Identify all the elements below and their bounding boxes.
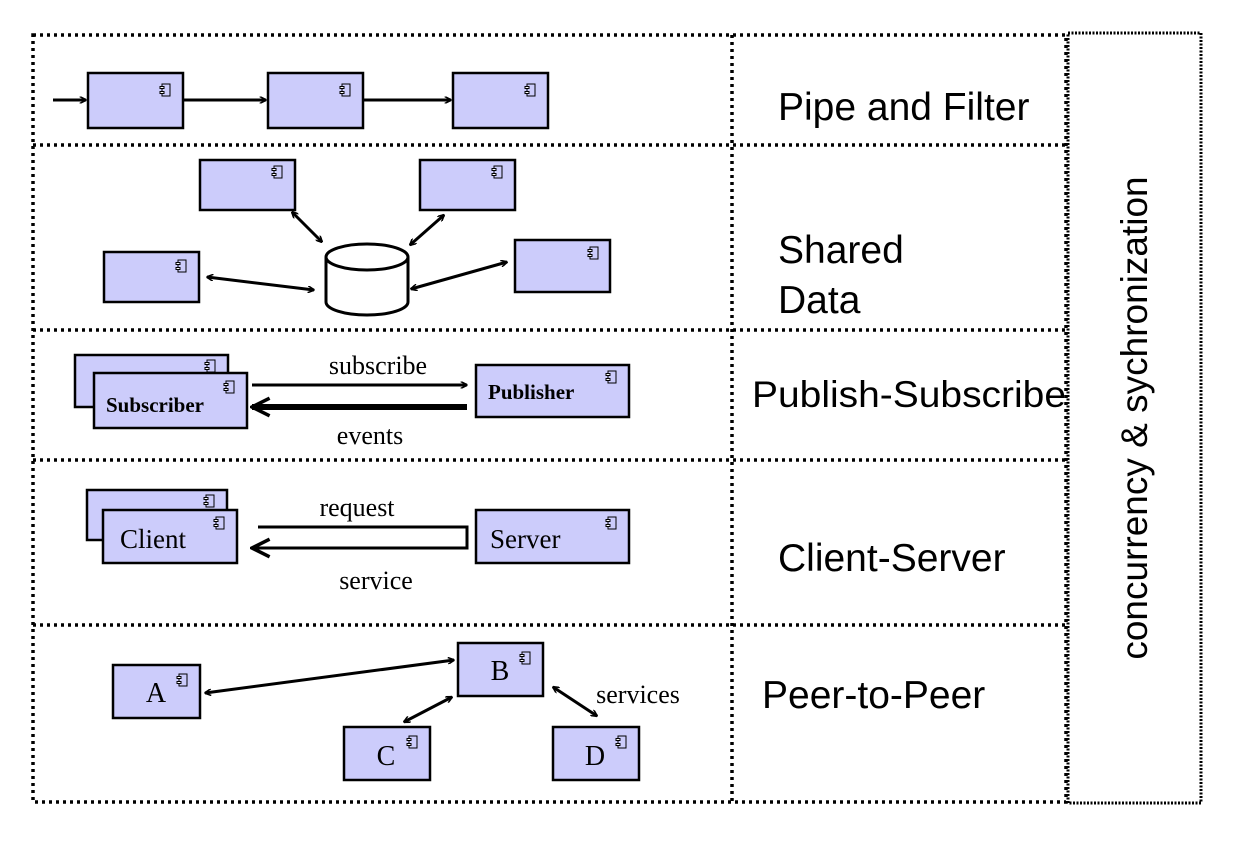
service-label: service [339,566,413,595]
filter-component [86,71,185,130]
label-client-server: Client-Server [778,537,1006,580]
services-label: services [596,680,680,709]
peer-b-component [456,641,545,698]
publisher-label: Publisher [488,380,574,404]
client-component [101,508,239,565]
label-shared-data: Shared Data [778,229,915,322]
client-label: Client [120,524,186,554]
label-publish-subscribe: Publish-Subscribe [752,374,1066,415]
publisher-component [474,363,631,419]
access-arrow [207,277,314,290]
filter-component [266,71,365,130]
publish-subscribe-diagram: Subscriber Publisher subscribe events [73,351,631,450]
peer-c-label: C [377,741,396,772]
peer-to-peer-diagram: A B C D services [111,641,680,782]
label-data: Data [778,279,861,322]
data-accessor-component [418,158,517,212]
grid-frame [31,33,1068,804]
label-peer-to-peer: Peer-to-Peer [762,674,985,717]
server-label: Server [490,524,560,554]
peer-d-label: D [585,741,605,772]
access-arrow [292,212,322,242]
subscriber-component [92,371,249,430]
subscribe-label: subscribe [329,351,427,380]
client-server-diagram: Client Server request service [85,488,631,595]
peer-a-label: A [146,678,167,709]
data-accessor-component [513,238,612,294]
data-accessor-component [198,158,297,212]
peer-link-arrow [404,695,452,724]
subscriber-label: Subscriber [106,393,204,417]
side-label-concurrency: concurrency & sychronization [1114,176,1155,659]
pipe-filter-diagram [53,71,550,130]
access-arrow [411,262,507,289]
peer-link-arrow [205,660,454,693]
events-label: events [337,421,403,450]
peer-c-component [342,725,432,782]
peer-b-label: B [491,656,510,687]
request-service-arrow [252,525,469,548]
access-arrow [410,215,444,245]
shared-data-diagram [102,158,612,317]
filter-component [451,71,550,130]
server-component [474,508,631,565]
label-shared: Shared [778,229,904,272]
outer-border [31,33,1068,804]
peer-link-arrow [553,687,597,716]
side-label-box [1066,31,1203,805]
label-pipe-and-filter: Pipe and Filter [778,86,1029,129]
data-accessor-component [102,250,201,304]
request-label: request [319,493,395,522]
database-cylinder-icon [324,242,410,317]
